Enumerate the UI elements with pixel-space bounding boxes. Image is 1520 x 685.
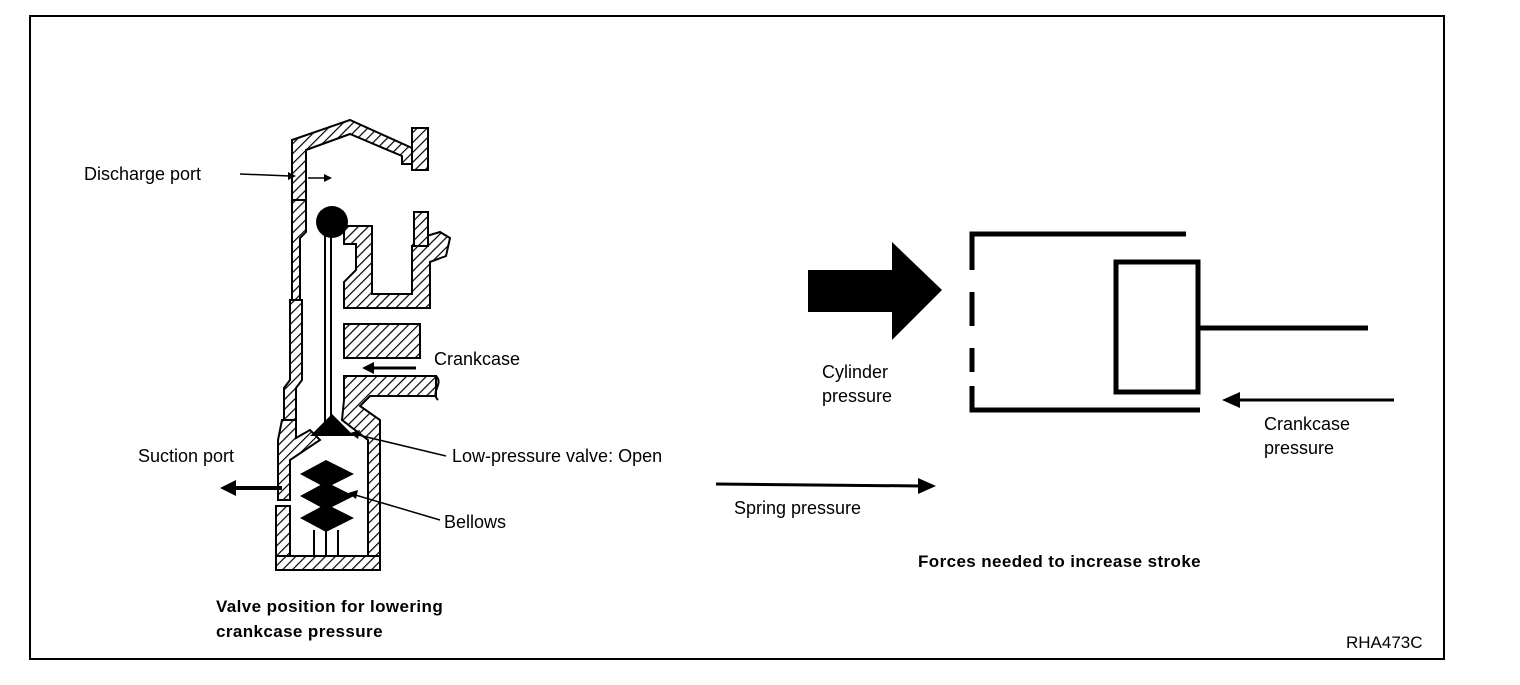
crankcase-label: Crankcase <box>434 349 520 369</box>
discharge-port-label: Discharge port <box>84 164 201 184</box>
valve-bottom-plate <box>275 555 381 571</box>
suction-flow-arrow <box>220 480 282 496</box>
suction-port-label: Suction port <box>138 446 234 466</box>
crankcase-pressure-arrow <box>1222 392 1394 408</box>
bellows-leader <box>348 490 441 521</box>
valve-caption-line2: crankcase pressure <box>216 622 383 641</box>
figure-code: RHA473C <box>1346 633 1423 652</box>
crankcase-pressure-label-line2: pressure <box>1264 438 1334 458</box>
valve-left-wall-upper <box>291 199 307 301</box>
discharge-flow-arrow <box>308 174 332 182</box>
bellows-shape <box>300 460 354 556</box>
valve-stem <box>324 235 332 423</box>
spring-pressure-label: Spring pressure <box>734 498 861 518</box>
crankcase-pressure-label-line1: Crankcase <box>1264 414 1350 434</box>
valve-left-wall-lower <box>277 419 322 501</box>
valve-right-lower-wall <box>340 375 437 571</box>
low-pressure-valve-cone <box>310 414 354 436</box>
spring-pressure-arrow <box>715 478 936 494</box>
valve-left-wall-middle <box>283 299 303 421</box>
bellows-label: Bellows <box>444 512 506 532</box>
crankcase-pipe-edge <box>434 375 440 401</box>
valve-ball <box>316 206 348 238</box>
valve-top-cap <box>291 118 413 201</box>
forces-caption: Forces needed to increase stroke <box>918 552 1201 571</box>
cylinder-pressure-label-line1: Cylinder <box>822 362 888 382</box>
low-pressure-valve-label: Low-pressure valve: Open <box>452 446 662 466</box>
valve-middle-block <box>343 323 421 359</box>
piston <box>1113 259 1201 395</box>
discharge-port-leader <box>239 172 296 180</box>
valve-cross-section <box>275 118 452 571</box>
valve-caption-line1: Valve position for lowering <box>216 597 443 616</box>
discharge-flange-bottom <box>413 211 429 247</box>
cylinder-outline <box>969 231 1200 413</box>
low-pressure-valve-leader <box>350 430 447 457</box>
valve-right-upper-block <box>343 225 452 309</box>
cylinder-pressure-label-line2: pressure <box>822 386 892 406</box>
discharge-flange-top <box>411 127 429 171</box>
figure-frame <box>29 15 1445 660</box>
cylinder-pressure-arrow <box>808 242 942 340</box>
crankcase-flow-arrow <box>362 362 416 374</box>
